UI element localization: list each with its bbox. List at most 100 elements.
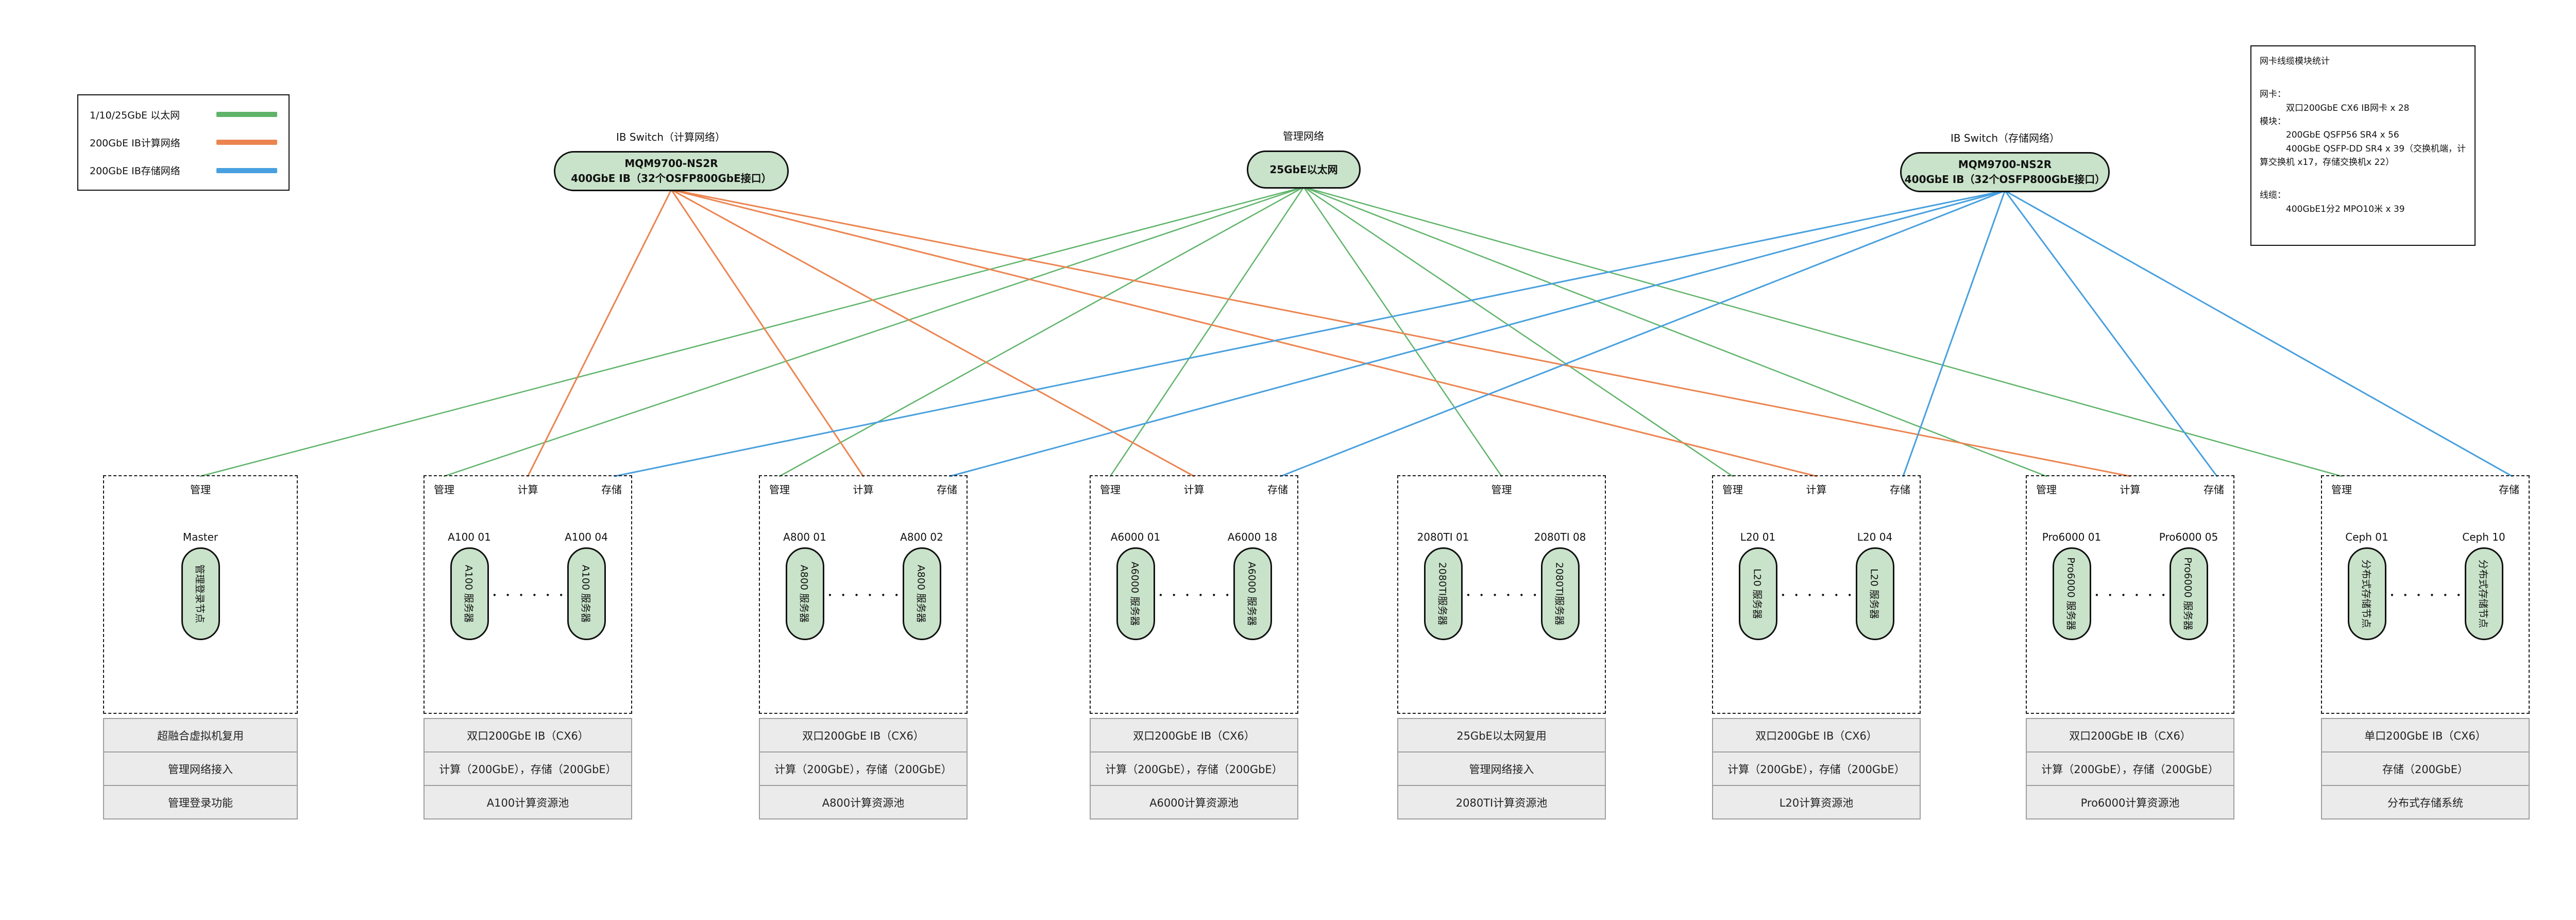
group-caption-rows: 双口200GbE IB（CX6） 计算（200GbE），存储（200GbE） A… (1090, 718, 1298, 819)
server-node-label: L20 01 (1740, 531, 1776, 543)
caption-row: 单口200GbE IB（CX6） (2321, 718, 2530, 752)
port-label-storage: 存储 (2204, 483, 2224, 496)
caption-row: 管理网络接入 (103, 751, 298, 786)
mgmt-network-node: 25GbE以太网 (1247, 150, 1361, 189)
group-a6000: 管理 计算 存储 A6000 01 A6000 服务器 •••••• A6000… (1090, 475, 1298, 819)
server-node-pill: A100 服务器 (450, 547, 489, 640)
storage-switch-model: MQM9700-NS2R (1958, 158, 2052, 171)
group-ceph: 管理 存储 Ceph 01 分布式存储节点 •••••• Ceph 10 分布式… (2321, 475, 2530, 819)
edge-storage-to-pro6000 (2004, 190, 2218, 477)
group-dashed-box: 管理 计算 存储 A6000 01 A6000 服务器 •••••• A6000… (1090, 475, 1298, 714)
edge-storage-to-a100 (614, 190, 2006, 477)
server-node: A6000 18 A6000 服务器 (1219, 531, 1286, 640)
server-node-text: A6000 服务器 (1246, 561, 1258, 626)
legend-line-swatch-orange (216, 140, 277, 145)
caption-row: 双口200GbE IB（CX6） (423, 718, 632, 752)
server-node-pill: A800 服务器 (785, 547, 824, 640)
server-node-pill: Pro6000 服务器 (2052, 547, 2091, 640)
port-label-mgmt: 管理 (1100, 483, 1121, 496)
ellipsis-dots: •••••• (1158, 591, 1239, 600)
group-caption-rows: 双口200GbE IB（CX6） 计算（200GbE），存储（200GbE） A… (423, 718, 632, 819)
stats-item: 400GbE QSFP-DD SR4 x 39（交换机端，计算交换机 x17，存… (2260, 143, 2466, 168)
edge-storage-to-a800 (949, 190, 2006, 477)
group-dashed-box: 管理 计算 存储 A800 01 A800 服务器 •••••• A800 02… (759, 475, 968, 714)
edge-mgmt-to-l20 (1303, 186, 1734, 477)
server-node-label: 2080TI 01 (1417, 531, 1469, 543)
caption-row: 双口200GbE IB（CX6） (759, 718, 968, 752)
edge-compute-to-pro6000 (670, 189, 2131, 477)
server-node-label: Ceph 10 (2462, 531, 2505, 543)
server-node-label: L20 04 (1857, 531, 1893, 543)
server-node-text: L20 服务器 (1868, 568, 1880, 619)
caption-row: 计算（200GbE），存储（200GbE） (759, 751, 968, 786)
server-node: L20 04 L20 服务器 (1841, 531, 1908, 640)
compute-switch-title: IB Switch（计算网络） (616, 131, 726, 143)
group-pro6000: 管理 计算 存储 Pro6000 01 Pro6000 服务器 •••••• P… (2026, 475, 2234, 819)
caption-row: A100计算资源池 (423, 785, 632, 819)
stats-heading: 网卡： (2260, 89, 2286, 100)
compute-switch-model: MQM9700-NS2R (624, 157, 718, 170)
server-node-pill: L20 服务器 (1738, 547, 1777, 640)
group-a800: 管理 计算 存储 A800 01 A800 服务器 •••••• A800 02… (759, 475, 968, 819)
port-label-compute: 计算 (853, 483, 874, 496)
port-label-storage: 存储 (1890, 483, 1910, 496)
ellipsis-dots: •••••• (827, 591, 908, 600)
port-label-mgmt: 管理 (2331, 483, 2352, 496)
group-master: 管理 Master 管理登录节点 超融合虚拟机复用 管理网络接入 管理登录功能 (103, 475, 298, 819)
port-label-mgmt: 管理 (769, 483, 790, 496)
server-node: A800 01 A800 服务器 (771, 531, 838, 640)
edge-compute-to-l20 (670, 189, 1817, 477)
group-a100: 管理 计算 存储 A100 01 A100 服务器 •••••• A100 04… (423, 475, 632, 819)
caption-row: A6000计算资源池 (1090, 785, 1298, 819)
compute-switch-spec: 400GbE IB（32个OSFP800GbE接口） (571, 172, 772, 185)
caption-row: 计算（200GbE），存储（200GbE） (1090, 751, 1298, 786)
server-node-text: 分布式存储节点 (2477, 559, 2489, 628)
server-node-pill: 分布式存储节点 (2464, 547, 2503, 640)
port-label-compute: 计算 (1183, 483, 1205, 496)
edge-compute-to-a6000 (670, 189, 1195, 477)
stats-heading: 模块： (2260, 116, 2286, 127)
server-node: Master 管理登录节点 (167, 531, 234, 640)
stats-item: 双口200GbE CX6 IB网卡 x 28 (2286, 103, 2410, 113)
group-dashed-box: 管理 计算 存储 L20 01 L20 服务器 •••••• L20 04 L2… (1712, 475, 1921, 714)
edge-mgmt-to-a100 (443, 186, 1304, 477)
group-dashed-box: 管理 计算 存储 Pro6000 01 Pro6000 服务器 •••••• P… (2026, 475, 2234, 714)
legend-item-compute: 200GbE IB计算网络 (78, 136, 289, 149)
ellipsis-dots: •••••• (1781, 591, 1861, 600)
server-node-label: Pro6000 05 (2159, 531, 2218, 543)
caption-row: Pro6000计算资源池 (2026, 785, 2234, 819)
mgmt-network-label: 25GbE以太网 (1269, 163, 1338, 176)
server-node-label: A100 01 (448, 531, 491, 543)
group-caption-rows: 双口200GbE IB（CX6） 计算（200GbE），存储（200GbE） L… (1712, 718, 1921, 819)
port-label-storage: 存储 (1267, 483, 1288, 496)
port-label-mgmt: 管理 (1491, 483, 1512, 496)
legend-item-storage: 200GbE IB存储网络 (78, 163, 289, 177)
server-node-label: A6000 18 (1227, 531, 1278, 543)
stats-item: 400GbE1分2 MPO10米 x 39 (2286, 204, 2405, 214)
server-node-label: Pro6000 01 (2042, 531, 2102, 543)
server-node-pill: 分布式存储节点 (2347, 547, 2386, 640)
caption-row: 计算（200GbE），存储（200GbE） (1712, 751, 1921, 786)
caption-row: 25GbE以太网复用 (1397, 718, 1606, 752)
caption-row: 管理登录功能 (103, 785, 298, 819)
stats-section-modules: 模块： 200GbE QSFP56 SR4 x 56 400GbE QSFP-D… (2260, 115, 2466, 169)
compute-switch-node: MQM9700-NS2R 400GbE IB（32个OSFP800GbE接口） (554, 151, 789, 191)
edge-storage-to-a6000 (1280, 190, 2006, 477)
server-node: 2080TI 08 2080TI服务器 (1527, 531, 1594, 640)
group-caption-rows: 双口200GbE IB（CX6） 计算（200GbE），存储（200GbE） P… (2026, 718, 2234, 819)
group-dashed-box: 管理 存储 Ceph 01 分布式存储节点 •••••• Ceph 10 分布式… (2321, 475, 2530, 714)
edge-compute-to-a800 (670, 189, 864, 477)
edge-mgmt-to-ceph (1303, 186, 2343, 477)
mgmt-network-title: 管理网络 (1283, 130, 1324, 142)
server-node-text: 2080TI服务器 (1553, 562, 1565, 626)
nic-cable-module-stats-panel: 网卡线缆模块统计 网卡： 双口200GbE CX6 IB网卡 x 28 模块： … (2250, 45, 2476, 246)
legend-line-swatch-blue (216, 168, 277, 173)
stats-item: 200GbE QSFP56 SR4 x 56 (2286, 130, 2399, 141)
storage-switch-spec: 400GbE IB（32个OSFP800GbE接口） (1904, 173, 2106, 186)
server-node: Pro6000 01 Pro6000 服务器 (2038, 531, 2105, 640)
server-node-label: 2080TI 08 (1534, 531, 1586, 543)
caption-row: L20计算资源池 (1712, 785, 1921, 819)
group-dashed-box: 管理 Master 管理登录节点 (103, 475, 298, 714)
port-label-storage: 存储 (601, 483, 622, 496)
group-2080ti: 管理 2080TI 01 2080TI服务器 •••••• 2080TI 08 … (1397, 475, 1606, 819)
